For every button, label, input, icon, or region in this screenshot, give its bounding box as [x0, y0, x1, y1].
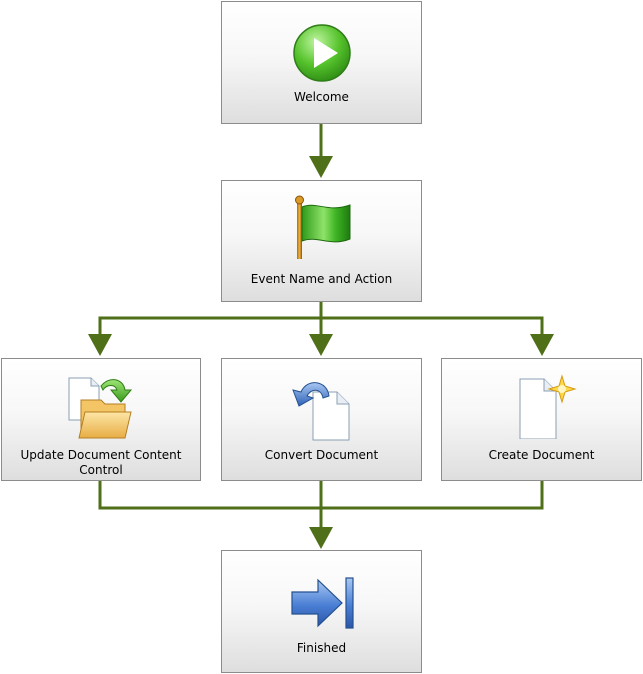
node-label: Update Document Content Control — [20, 448, 182, 477]
arrowhead-to-update — [88, 334, 112, 356]
node-create-document[interactable]: Create Document — [441, 358, 642, 481]
document-convert-icon — [292, 382, 350, 441]
flag-icon — [295, 195, 351, 259]
node-label: Finished — [296, 641, 347, 655]
node-label: Create Document — [488, 448, 595, 462]
node-update-document-content-control[interactable]: Update Document Content Control — [1, 358, 201, 481]
arrowhead-to-event — [309, 156, 333, 178]
play-icon — [293, 24, 351, 82]
arrowhead-to-create — [530, 334, 554, 356]
node-label: Convert Document — [264, 448, 379, 462]
arrowhead-to-finished — [309, 527, 333, 549]
node-convert-document[interactable]: Convert Document — [221, 358, 422, 481]
node-event-name-and-action[interactable]: Event Name and Action — [221, 180, 422, 302]
node-welcome[interactable]: Welcome — [221, 1, 422, 124]
node-finished[interactable]: Finished — [221, 550, 422, 673]
node-label: Welcome — [294, 90, 349, 104]
node-label: Event Name and Action — [250, 272, 393, 286]
arrowhead-to-convert — [309, 334, 333, 356]
document-folder-update-icon — [68, 377, 133, 439]
finish-arrow-icon — [291, 577, 354, 629]
new-document-icon — [519, 374, 577, 439]
